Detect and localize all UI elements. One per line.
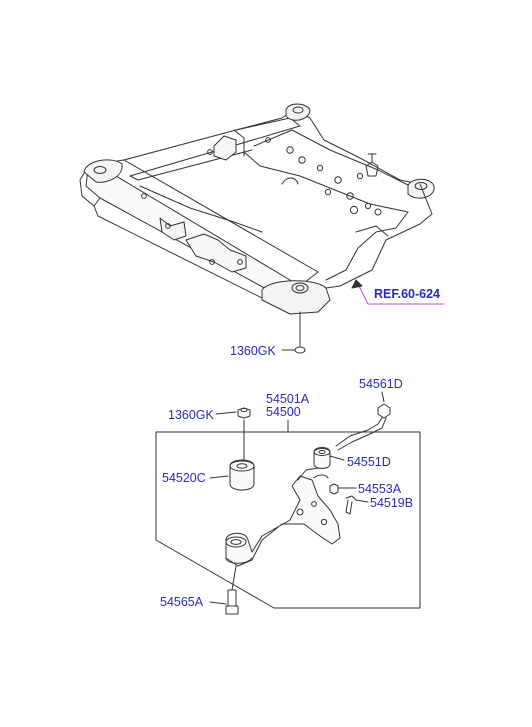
part-label-54565a: 54565A [160,595,204,609]
part-label-54519b: 54519B [370,496,414,510]
ref-label-60-624[interactable]: REF.60-624 [374,287,441,301]
leader-54561d [381,391,385,403]
part-label-54501a: 54501A [266,392,310,406]
bushing-54520c [229,459,255,491]
nut-54553a [329,483,339,495]
front-subframe [79,103,435,315]
part-label-54500: 54500 [266,405,301,419]
part-label-1360gk-arm: 1360GK [168,408,214,422]
group-box [155,431,421,609]
part-label-54553a: 54553A [358,482,402,496]
leader-54565a-up [231,565,237,591]
leader-54519b [355,499,369,503]
part-label-54561d: 54561D [359,377,403,391]
nut-1360gk-arm [237,407,251,419]
ref-arrowhead [351,279,363,289]
part-label-54551d: 54551D [347,455,391,469]
part-label-54520c: 54520C [162,471,206,485]
leader-54565a [209,601,227,605]
lower-control-arm [225,467,341,567]
leader-54551d [329,455,345,461]
bolt-54561d [335,403,391,451]
part-label-1360gk-top: 1360GK [230,344,276,358]
nut-1360gk-top [294,346,306,354]
leader-1360gk-label [215,411,237,415]
bolt-54565a [225,589,239,615]
ref-leader [357,283,445,305]
pin-54519b [345,495,357,515]
leader-54520c [209,475,229,479]
bushing-54551d [313,447,331,469]
